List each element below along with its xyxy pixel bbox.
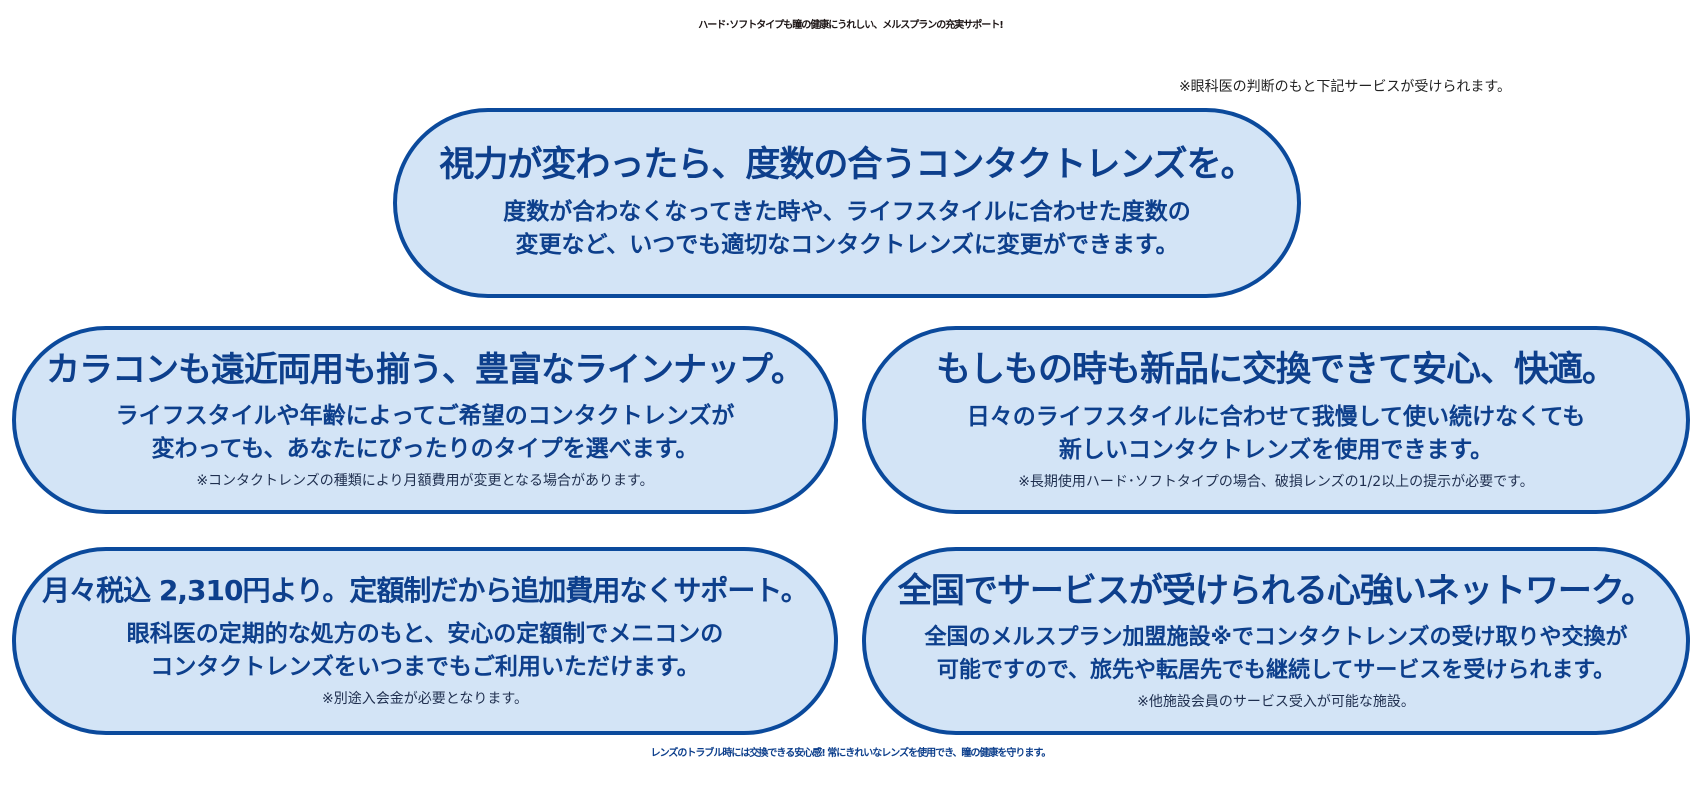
feature-card-heading: 全国でサービスが受けられる心強いネットワーク。 xyxy=(897,570,1655,611)
feature-card-lineup: カラコンも遠近両用も揃う、豊富なラインナップ。 ライフスタイルや年齢によってご希… xyxy=(12,326,838,514)
top-note: ※眼科医の判断のもと下記サービスが受けられます。 xyxy=(1178,79,1511,95)
feature-card-body-line: 可能ですので、旅先や転居先でも継続してサービスを受けられます。 xyxy=(936,658,1616,684)
feature-card-body-line: 日々のライフスタイルに合わせて我慢して使い続けなくても xyxy=(966,404,1586,430)
feature-card-note: ※長期使用ハード･ソフトタイプの場合、破損レンズの1/2以上の提示が必要です。 xyxy=(1018,474,1534,490)
feature-card-note: ※別途入会金が必要となります。 xyxy=(322,690,528,707)
feature-card-heading: 月々税込 2,310円より。定額制だから追加費用なくサポート。 xyxy=(42,574,809,608)
feature-card-body-line: 変わっても、あなたにぴったりのタイプを選べます。 xyxy=(151,436,699,463)
feature-card-note: ※他施設会員のサービス受入が可能な施設。 xyxy=(1137,694,1415,711)
feature-card-body-line: 眼科医の定期的な処方のもと、安心の定額制でメニコンの xyxy=(126,620,724,647)
feature-card-body-line: 全国のメルスプラン加盟施設※でコンタクトレンズの受け取りや交換が xyxy=(924,625,1628,651)
feature-card-body-line: 度数が合わなくなってきた時や、ライフスタイルに合わせた度数の xyxy=(503,199,1191,225)
feature-card-heading: 視力が変わったら、度数の合うコンタクトレンズを。 xyxy=(439,145,1255,185)
feature-card-heading: もしもの時も新品に交換できて安心、快適。 xyxy=(935,350,1617,390)
feature-card-prescription-change: 視力が変わったら、度数の合うコンタクトレンズを。 度数が合わなくなってきた時や、… xyxy=(393,108,1301,298)
feature-card-heading: カラコンも遠近両用も揃う、豊富なラインナップ。 xyxy=(46,349,805,390)
feature-card-body-line: ライフスタイルや年齢によってご希望のコンタクトレンズが xyxy=(115,403,735,430)
feature-card-body-line: コンタクトレンズをいつまでもご利用いただけます。 xyxy=(150,653,700,680)
feature-card-body-line: 新しいコンタクトレンズを使用できます。 xyxy=(1058,437,1494,463)
feature-card-note: ※コンタクトレンズの種類により月額費用が変更となる場合があります。 xyxy=(196,473,654,490)
feature-card-network: 全国でサービスが受けられる心強いネットワーク。 全国のメルスプラン加盟施設※でコ… xyxy=(862,547,1690,735)
bottom-tagline: レンズのトラブル時には交換できる安心感! 常にきれいなレンズを使用でき、瞳の健康… xyxy=(650,748,1052,759)
feature-card-replacement: もしもの時も新品に交換できて安心、快適。 日々のライフスタイルに合わせて我慢して… xyxy=(862,326,1690,514)
page-title: ハード･ソフトタイプも瞳の健康にうれしい、メルスプランの充実サポート! xyxy=(698,20,1004,31)
feature-card-flat-rate: 月々税込 2,310円より。定額制だから追加費用なくサポート。 眼科医の定期的な… xyxy=(12,547,838,735)
feature-card-body-line: 変更など、いつでも適切なコンタクトレンズに変更ができます。 xyxy=(515,232,1179,258)
